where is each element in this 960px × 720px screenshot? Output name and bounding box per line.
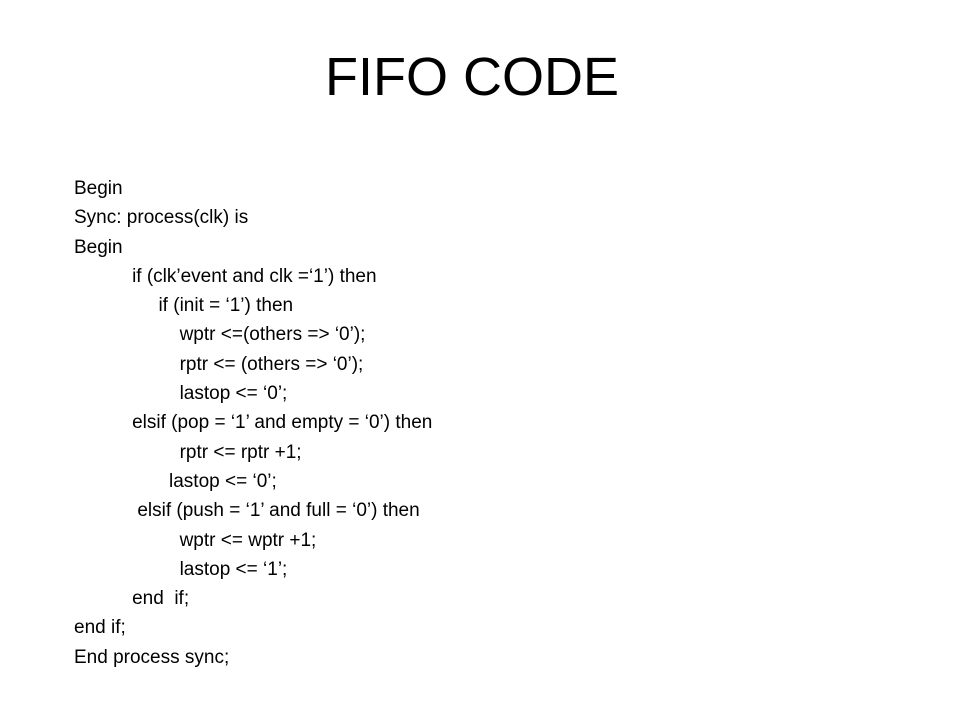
code-line: rptr <= (others => ‘0’); — [74, 353, 364, 375]
code-line: if (init = ‘1’) then — [74, 295, 294, 317]
code-line: end if; — [74, 617, 126, 639]
code-line: lastop <= ‘0’; — [74, 383, 288, 405]
code-line: Begin — [74, 236, 123, 258]
code-line: wptr <= wptr +1; — [74, 529, 317, 551]
code-line: if (clk’event and clk =‘1’) then — [74, 265, 377, 287]
code-line: elsif (pop = ‘1’ and empty = ‘0’) then — [74, 412, 433, 434]
code-line: rptr <= rptr +1; — [74, 441, 302, 463]
code-line: lastop <= ‘1’; — [74, 558, 288, 580]
code-line: Sync: process(clk) is — [74, 207, 249, 229]
code-line: elsif (push = ‘1’ and full = ‘0’) then — [74, 500, 420, 522]
slide-title: FIFO CODE — [325, 47, 619, 107]
code-block: Begin Sync: process(clk) is Begin if (cl… — [74, 174, 432, 672]
code-line: wptr <=(others => ‘0’); — [74, 324, 366, 346]
code-line: end if; — [74, 588, 190, 610]
code-line: lastop <= ‘0’; — [74, 470, 277, 492]
code-line: End process sync; — [74, 646, 230, 668]
code-line: Begin — [74, 178, 123, 199]
